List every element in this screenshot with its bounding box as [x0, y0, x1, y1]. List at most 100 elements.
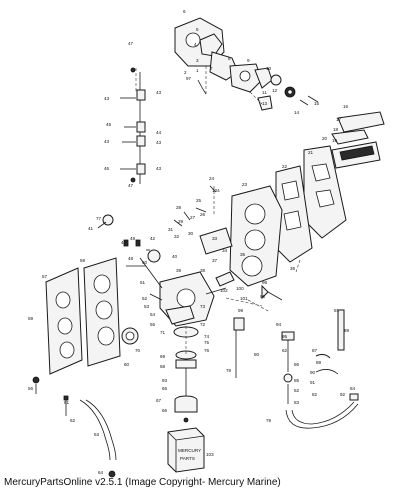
callout-62c: 62	[294, 388, 300, 393]
callout-78: 78	[226, 368, 232, 373]
callout-102: 102	[220, 288, 228, 293]
callout-14: 14	[294, 110, 300, 115]
callout-55: 55	[150, 322, 156, 327]
callout-25: 25	[196, 198, 202, 203]
callout-24: 24	[209, 176, 215, 181]
callout-39: 39	[176, 268, 182, 273]
callout-43d: 43	[156, 140, 162, 145]
callout-69: 69	[160, 354, 166, 359]
callout-75: 75	[204, 340, 210, 345]
callout-84: 84	[350, 386, 356, 391]
callout-89: 89	[344, 328, 350, 333]
callout-76: 76	[204, 348, 210, 353]
callout-37: 37	[212, 258, 218, 263]
callout-29: 29	[178, 219, 184, 224]
callout-101: 101	[240, 296, 248, 301]
callout-43b: 43	[156, 90, 162, 95]
callout-56: 56	[28, 386, 34, 391]
callout-99: 99	[238, 308, 244, 313]
callout-100: 100	[236, 286, 244, 291]
callout-88: 88	[316, 360, 322, 365]
callout-41: 41	[88, 226, 94, 231]
callout-44: 44	[156, 130, 162, 135]
callout-57: 57	[42, 274, 48, 279]
callout-63: 63	[94, 432, 100, 437]
callout-33: 33	[212, 236, 218, 241]
callout-97: 97	[186, 76, 192, 81]
callout-49: 49	[121, 240, 127, 245]
callout-35: 35	[240, 252, 246, 257]
callout-95: 95	[282, 334, 288, 339]
callout-60: 60	[124, 362, 130, 367]
callout-53: 53	[144, 304, 150, 309]
callout-85: 85	[294, 378, 300, 383]
adaptor-plate-gasket	[32, 257, 139, 416]
callout-9: 9	[247, 58, 250, 63]
callout-64: 64	[98, 470, 104, 475]
callout-54: 54	[150, 312, 156, 317]
callout-50: 50	[142, 260, 148, 265]
callout-26: 26	[200, 212, 206, 217]
callout-65: 65	[162, 386, 168, 391]
callout-70: 70	[135, 348, 141, 353]
callout-38: 38	[200, 268, 206, 273]
callout-22: 22	[282, 164, 288, 169]
callout-91: 91	[310, 380, 316, 385]
reed-valve-assembly	[275, 111, 385, 273]
callout-19: 19	[332, 138, 338, 143]
callout-83: 83	[294, 400, 300, 405]
callout-17: 17	[336, 117, 342, 122]
callout-47b: 47	[128, 183, 134, 188]
callout-3: 3	[196, 58, 199, 63]
callout-68: 68	[160, 364, 166, 369]
callout-74: 74	[204, 334, 210, 339]
callout-42: 42	[150, 236, 156, 241]
callout-43e: 43	[156, 166, 162, 171]
callout-79: 79	[266, 418, 272, 423]
callout-96: 96	[260, 294, 266, 299]
callout-47a: 47	[128, 41, 134, 46]
callout-12: 12	[272, 88, 278, 93]
callout-98: 98	[262, 280, 268, 285]
callout-48b: 48	[128, 256, 134, 261]
callout-93: 93	[162, 378, 168, 383]
callout-92: 92	[340, 392, 346, 397]
callout-4: 4	[194, 42, 197, 47]
callout-66: 66	[162, 408, 168, 413]
callout-94: 94	[276, 322, 282, 327]
callout-77: 77	[96, 216, 102, 221]
callout-13: 13	[262, 101, 268, 106]
callout-87: 87	[312, 348, 318, 353]
callout-1: 1	[196, 68, 199, 73]
box-label-line1: MERCURY	[178, 448, 201, 453]
intake-manifold	[173, 185, 283, 287]
callout-23: 23	[242, 182, 248, 187]
callout-52: 52	[142, 296, 148, 301]
fuel-hose	[79, 399, 117, 478]
callout-32: 32	[174, 234, 180, 239]
callout-8: 8	[228, 56, 231, 61]
callout-34: 34	[222, 248, 228, 253]
callout-73: 73	[200, 304, 206, 309]
callout-104: 104	[212, 188, 220, 193]
callout-43a: 43	[104, 96, 110, 101]
callout-46: 46	[104, 166, 110, 171]
callout-31: 31	[168, 227, 174, 232]
callout-28: 28	[176, 205, 182, 210]
callout-103: 103	[206, 452, 214, 457]
fuel-line-fittings	[247, 284, 359, 429]
callout-16: 16	[343, 104, 349, 109]
callout-80: 80	[254, 352, 260, 357]
callout-86: 86	[294, 362, 300, 367]
callout-58: 58	[80, 258, 86, 263]
linkage-rod-assembly	[120, 67, 146, 184]
callout-61: 61	[64, 400, 70, 405]
callout-11: 11	[262, 90, 267, 95]
callout-62b: 62	[282, 348, 288, 353]
callout-36: 36	[290, 266, 296, 271]
callout-82: 82	[312, 392, 318, 397]
callout-6: 6	[183, 9, 186, 14]
fuel-pump-assembly	[174, 17, 319, 111]
callout-27: 27	[190, 215, 196, 220]
